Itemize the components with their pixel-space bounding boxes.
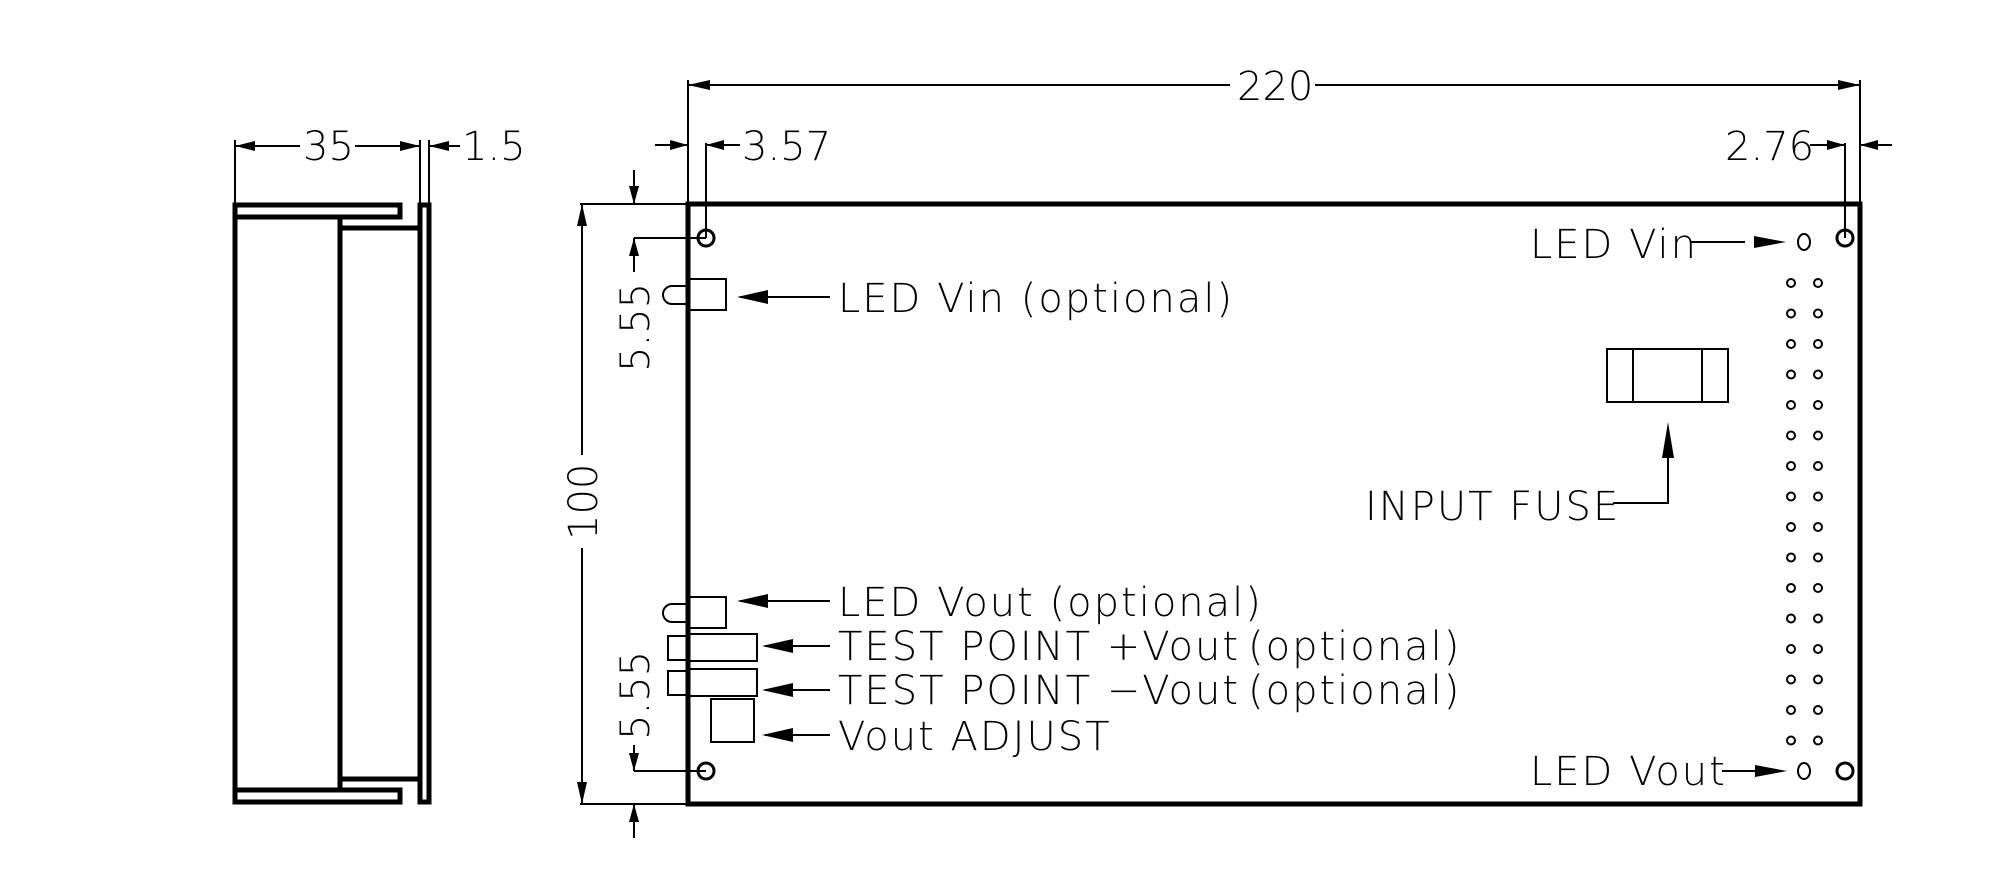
connector-pin [1813, 278, 1823, 288]
label-input-fuse: INPUT FUSE [1365, 484, 1620, 530]
connector-pin [1786, 613, 1796, 624]
connector-pin [1813, 339, 1823, 349]
side-view: 35 1.5 [232, 124, 526, 805]
dim-hole-offset-top: 5.55 [613, 283, 659, 372]
label-led-vout: LED Vout [1530, 749, 1727, 795]
connector-pin [1786, 705, 1796, 715]
connector-pin [1786, 278, 1796, 288]
connector-pin [1786, 461, 1796, 471]
connector-pin [1813, 522, 1823, 532]
led-vin-component: LED Vin (optional) [662, 276, 1234, 322]
connector-pin [1813, 705, 1823, 715]
side-top-flange [232, 202, 403, 220]
connector-pin [1786, 491, 1796, 502]
connector-pin [1813, 369, 1823, 380]
connector-pin [1786, 400, 1796, 410]
connector-pin [1786, 522, 1796, 532]
dim-width: 100 [561, 464, 607, 540]
top-view: 220 3.57 2.76 100 5.55 [561, 64, 1892, 838]
dim-length: 220 [1237, 64, 1313, 110]
dim-hole-offset-right: 2.76 [1725, 124, 1814, 170]
mounting-hole-bottom-right [1835, 761, 1855, 781]
connector-pin [1786, 430, 1796, 441]
side-bottom-flange [232, 787, 403, 805]
dim-hole-offset-left: 3.57 [742, 124, 831, 170]
connector-pin [1786, 308, 1796, 319]
connector-pin [1786, 339, 1796, 349]
vout-adjust-component: Vout ADJUST [710, 698, 1112, 760]
connector-pin [1813, 552, 1823, 563]
label-led-vin: LED Vin [1530, 222, 1698, 268]
connector-pin [1813, 430, 1823, 441]
dim-depth: 35 [303, 124, 354, 170]
connector-pin [1813, 644, 1823, 654]
label-test-point-neg: TEST POINT −Vout [838, 668, 1240, 714]
connector-pin [1786, 644, 1796, 654]
connector-pins [1786, 278, 1823, 746]
input-fuse: INPUT FUSE [1365, 348, 1729, 530]
connector-pin [1813, 613, 1823, 624]
board-outline [685, 201, 1863, 807]
mounting-hole-top-right [1835, 228, 1855, 248]
test-point-negative: TEST POINT −Vout [667, 668, 1240, 714]
side-base-plate [417, 202, 432, 805]
connector-pin [1786, 735, 1796, 746]
label-vout-adjust: Vout ADJUST [838, 714, 1112, 760]
label-optional-2: (optional) [1248, 668, 1461, 714]
connector-pin [1813, 461, 1823, 471]
connector-pin [1813, 583, 1823, 593]
led-vout-component: LED Vout (optional) [662, 580, 1263, 629]
label-test-point-pos: TEST POINT +Vout [838, 624, 1240, 670]
connector-pin [1813, 491, 1823, 502]
connector-pin [1786, 552, 1796, 563]
connector-pin [1786, 674, 1796, 685]
label-led-vout-optional: LED Vout (optional) [838, 580, 1263, 626]
dim-hole-offset-bottom: 5.55 [613, 651, 659, 740]
connector-pin [1786, 583, 1796, 593]
connector-pin [1813, 400, 1823, 410]
led-vin-indicator: LED Vin [1530, 222, 1811, 268]
label-optional-1: (optional) [1248, 624, 1461, 670]
led-vout-indicator: LED Vout [1530, 749, 1811, 795]
connector-pin [1813, 308, 1823, 319]
dim-plate-thickness: 1.5 [462, 124, 526, 170]
connector-pin [1786, 369, 1796, 380]
test-point-positive: TEST POINT +Vout [667, 624, 1240, 670]
connector-pin [1813, 674, 1823, 685]
label-led-vin-optional: LED Vin (optional) [838, 276, 1234, 322]
connector-pin [1813, 735, 1823, 746]
